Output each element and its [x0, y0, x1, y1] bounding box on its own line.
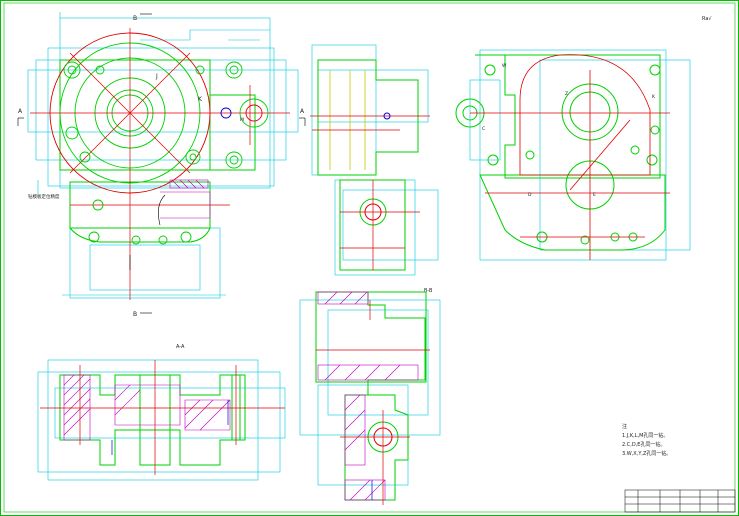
- notes-line-3: 3.W,X,Y,Z孔同一钻。: [622, 450, 671, 457]
- side-small-hole: [383, 112, 391, 120]
- label-e: E: [593, 192, 596, 198]
- front-center-lines: [30, 28, 290, 300]
- notes-line-2: 2.C,D,E孔同一钻。: [622, 441, 665, 448]
- caption-aa: A-A: [176, 344, 185, 350]
- section-mark-top-b: B: [133, 15, 137, 22]
- label-d: D: [528, 192, 532, 198]
- section-mark-left-a: A: [18, 108, 23, 115]
- notes-block: 注 1.J,K,L,M孔同一钻。 2.C,D,E孔同一钻。 3.W,X,Y,Z孔…: [622, 423, 671, 457]
- front-bolt-holes: [63, 61, 269, 245]
- section-mark-right-a: A: [300, 108, 305, 115]
- inner-frame: [3, 2, 736, 513]
- side-view: [310, 44, 439, 276]
- side-text: 钻模板定位精度: [28, 193, 60, 200]
- caption-bb: B-B: [424, 288, 433, 294]
- roughness-symbol: Ra√: [702, 16, 712, 22]
- title-block: [624, 489, 736, 513]
- front-black-lines: [17, 13, 306, 314]
- label-j: J: [155, 73, 158, 80]
- label-c: C: [482, 126, 485, 132]
- top-right-view: W Z K C D E: [455, 49, 691, 261]
- label-z: Z: [565, 91, 568, 97]
- section-bb: B-B: [299, 288, 441, 505]
- notes-line-1: 1.J,K,L,M孔同一钻。: [622, 432, 668, 439]
- front-view-dimension-lines: [27, 12, 299, 299]
- section-aa: A-A: [37, 344, 286, 481]
- label-k-right: K: [652, 94, 656, 100]
- label-k: K: [198, 96, 203, 103]
- notes-title: 注: [622, 423, 627, 430]
- label-w: W: [502, 63, 507, 69]
- section-mark-bottom-b: B: [133, 311, 137, 318]
- flange-outline: [59, 59, 256, 243]
- front-section-hatch: [160, 179, 211, 219]
- label-m: M: [240, 117, 244, 123]
- front-view: B B A A J K M 钻模板定位精度: [17, 12, 306, 318]
